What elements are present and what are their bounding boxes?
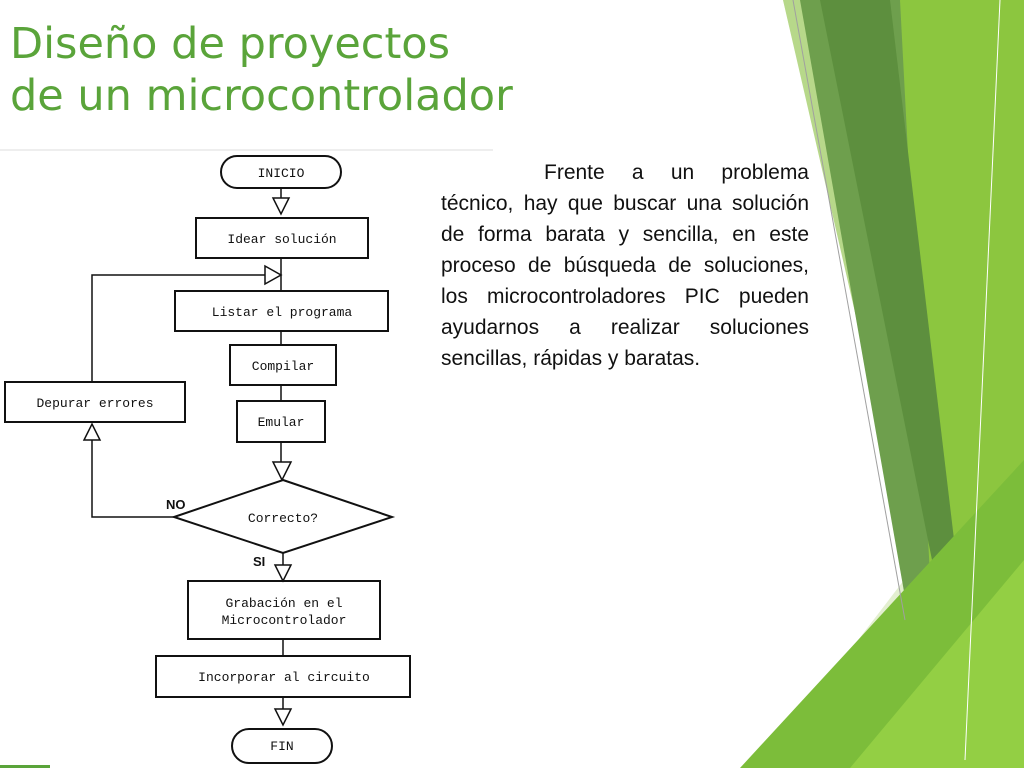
flowchart: INICIO Idear solución Listar el programa… (4, 155, 411, 764)
node-grabacion (187, 580, 381, 640)
node-depurar-label: Depurar errores (36, 396, 153, 411)
title-line-2: de un microcontrolador (10, 71, 513, 121)
node-emular-label: Emular (258, 415, 305, 430)
node-emular (236, 400, 326, 443)
node-fin-label: FIN (270, 739, 293, 754)
node-fin (231, 728, 333, 764)
node-listar-label: Listar el programa (212, 305, 353, 320)
flowchart-connectors (91, 188, 284, 709)
node-inicio-label: INICIO (258, 166, 305, 181)
node-grabacion-label-1: Grabación en el (225, 596, 342, 611)
body-paragraph: Frente a un problema técnico, hay que bu… (441, 161, 809, 370)
node-correcto-label: Correcto? (248, 511, 318, 526)
node-depurar (4, 381, 186, 423)
title-line-1: Diseño de proyectos (10, 19, 451, 69)
no-branch-label: NO (166, 497, 186, 512)
node-compilar (229, 344, 337, 386)
node-idear (195, 217, 369, 259)
node-idear-label: Idear solución (227, 232, 336, 247)
yes-branch-label: SI (253, 554, 265, 569)
node-compilar-label: Compilar (252, 359, 314, 374)
node-incorporar-label: Incorporar al circuito (198, 670, 370, 685)
node-grabacion-label-2: Microcontrolador (222, 613, 347, 628)
slide-title: Diseño de proyectos de un microcontrolad… (10, 18, 513, 122)
flowchart-arrowheads (82, 197, 293, 727)
